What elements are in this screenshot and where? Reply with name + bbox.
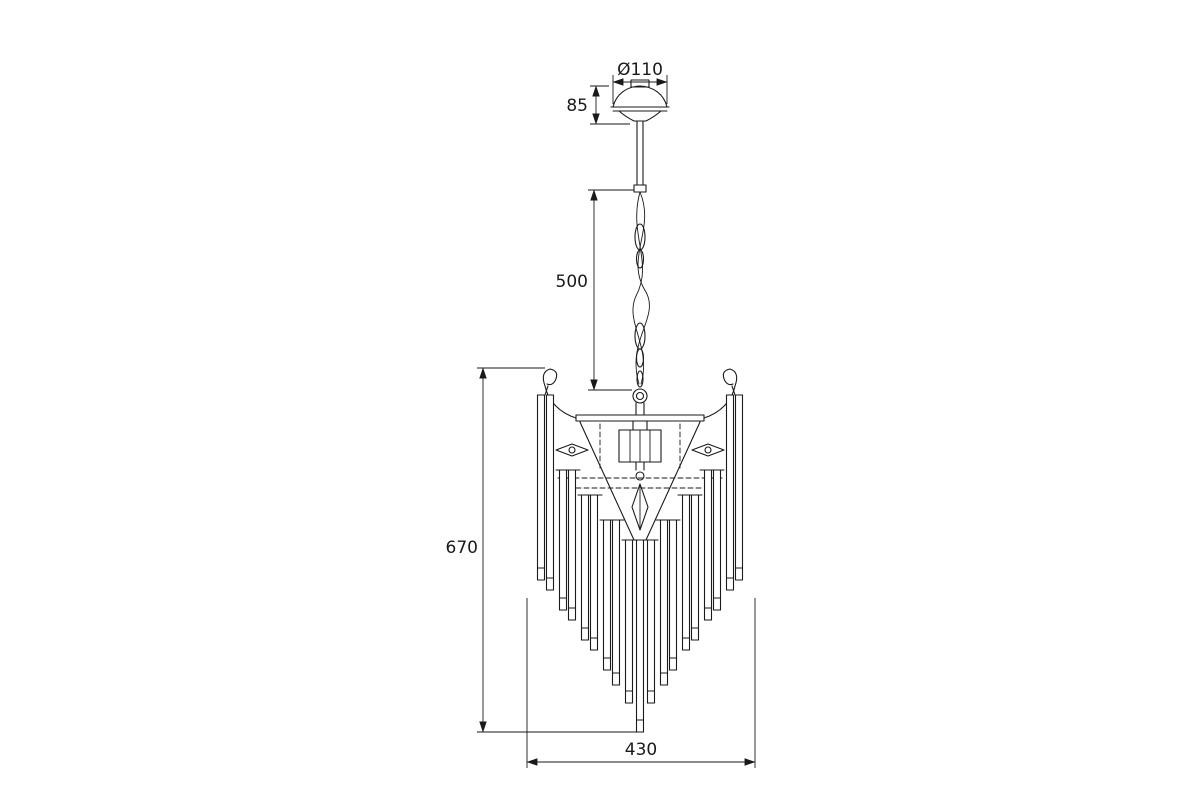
suspension-cable	[632, 191, 650, 388]
frame-hook-right	[722, 368, 738, 387]
cone-strut-right	[645, 421, 701, 541]
crystal-tube	[703, 469, 713, 621]
crystal-tube	[725, 394, 735, 591]
crystal-tube	[659, 519, 669, 686]
frame-plate	[575, 414, 705, 422]
crystal-tube	[558, 469, 568, 611]
tier-bars	[555, 469, 725, 541]
dimension-label-canopy-diameter: Ø110	[617, 60, 663, 80]
cone-strut-left	[579, 421, 635, 541]
crystal-tube	[545, 394, 555, 591]
crystal-tube	[712, 469, 722, 611]
dimension-canopy-height: 85	[566, 85, 630, 125]
crystal-tube	[589, 494, 599, 651]
crystal-tube	[611, 519, 621, 686]
top-frame	[542, 368, 738, 422]
tube-caps	[537, 567, 743, 721]
crystal-tube	[602, 519, 612, 671]
dimensions: Ø110 85 500 670 430	[446, 60, 756, 768]
crystal-tube	[734, 394, 744, 581]
crystal-tube	[646, 539, 656, 704]
frame-hook-left	[542, 368, 558, 387]
crystal-tube	[681, 494, 691, 651]
dimension-label-fixture-width: 430	[625, 740, 657, 760]
ceiling-canopy	[610, 79, 670, 122]
crystal-tube	[567, 469, 577, 621]
chain-link	[634, 322, 646, 350]
dimension-fixture-height: 670	[446, 367, 638, 733]
chain-link	[636, 370, 644, 388]
fixture-drawing	[536, 79, 744, 733]
dimension-canopy-diameter: Ø110	[612, 60, 668, 104]
chain-link	[635, 249, 645, 269]
hanger-loop	[632, 388, 648, 416]
dimension-suspension-length: 500	[556, 189, 634, 391]
crystal-tube	[624, 539, 634, 704]
dimension-label-fixture-height: 670	[446, 538, 478, 558]
dimension-label-suspension-length: 500	[556, 272, 588, 292]
crystal-tube	[668, 519, 678, 671]
dimension-fixture-width: 430	[526, 598, 756, 768]
crystal-tube	[580, 494, 590, 641]
dimension-label-canopy-height: 85	[566, 96, 588, 116]
crystal-tube	[635, 539, 645, 733]
side-ornament-left	[555, 443, 589, 457]
crystal-tube	[536, 394, 546, 581]
side-ornament-right	[691, 443, 725, 457]
frame-arm-left	[544, 385, 577, 419]
chain-link	[635, 348, 645, 368]
frame-arm-right	[703, 385, 736, 419]
central-body	[555, 420, 725, 541]
mounting-rod	[633, 120, 647, 193]
crystal-tube	[690, 494, 700, 641]
